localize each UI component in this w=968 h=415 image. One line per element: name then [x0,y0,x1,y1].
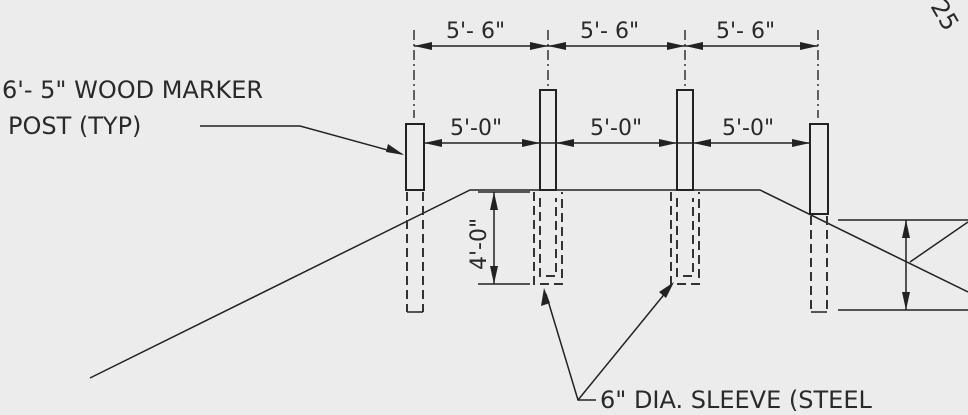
right-leader-line [909,221,968,263]
dim-spacing-1: 5'- 6" [446,19,505,44]
sleeve-leader-right [577,285,672,401]
post-1 [405,123,425,191]
sleeve-left [533,192,563,285]
arrowhead [556,139,574,147]
arrowhead [548,42,566,50]
sleeve-right [670,192,700,285]
corner-fragment-text: 25 [925,0,965,35]
arrowhead [685,42,703,50]
dim-spacing-2: 5'- 6" [580,19,639,44]
arrowhead [414,42,432,50]
arrowhead [490,192,498,210]
embankment-ground-line [89,189,968,379]
dim-clear-1: 5'-0" [450,116,502,141]
arrowhead [386,144,404,155]
post-label-leader [200,125,403,155]
arrowhead [792,139,810,147]
arrowhead [659,139,677,147]
post-label-line1: 6'- 5" WOOD MARKER [2,76,263,104]
post-4 [809,123,829,215]
post-label-line2: POST (TYP) [8,112,141,140]
dim-embed-depth: 4'-0" [467,218,492,270]
arrowhead [424,139,442,147]
sleeve-leader-left [545,293,596,401]
arrowhead [693,139,711,147]
arrowhead [490,266,498,284]
arrowhead [902,220,910,238]
post-2 [539,89,557,191]
arrowhead [659,282,674,298]
post-4-embedded [810,216,828,313]
arrowhead [522,139,540,147]
arrowhead [902,292,910,310]
arrowhead [530,42,548,50]
dim-spacing-3: 5'- 6" [716,19,775,44]
arrowhead [541,288,550,306]
post-1-embedded [406,192,424,313]
sleeve-label: 6" DIA. SLEEVE (STEEL [600,386,872,414]
arrowhead [667,42,685,50]
post-3 [676,89,694,191]
dim-clear-2: 5'-0" [590,116,642,141]
dim-clear-3: 5'-0" [722,116,774,141]
arrowhead [800,42,818,50]
